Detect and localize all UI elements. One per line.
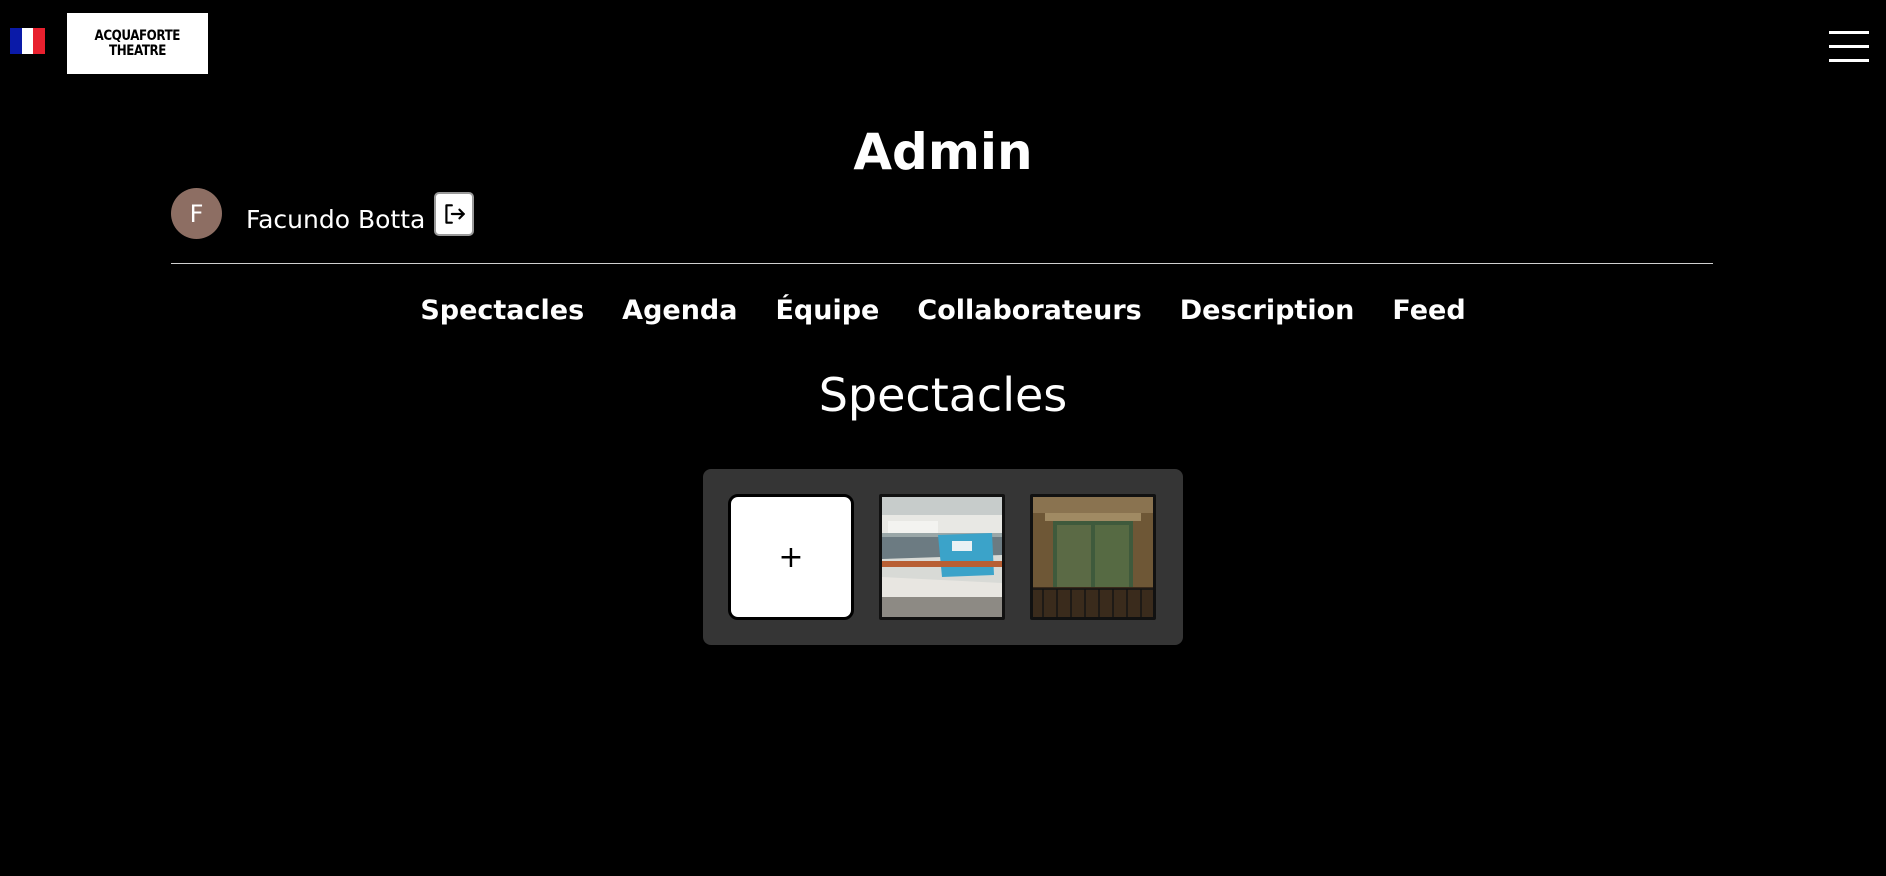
flag-fr-icon[interactable] bbox=[10, 28, 45, 54]
spectacle-thumbnail[interactable] bbox=[1030, 494, 1156, 620]
site-logo[interactable]: ACQUAFORTE THEATRE bbox=[67, 13, 208, 74]
user-name: Facundo Botta bbox=[246, 205, 426, 234]
divider bbox=[171, 263, 1713, 264]
nav-collaborateurs[interactable]: Collaborateurs bbox=[917, 295, 1142, 326]
spectacle-thumbnail[interactable] bbox=[879, 494, 1005, 620]
hamburger-line bbox=[1829, 31, 1869, 34]
page-title: Admin bbox=[853, 123, 1033, 181]
admin-nav: Spectacles Agenda Équipe Collaborateurs … bbox=[0, 288, 1886, 334]
logo-line-1: ACQUAFORTE bbox=[94, 27, 181, 44]
green-shutter-balcony-photo bbox=[1033, 497, 1153, 617]
avatar: F bbox=[171, 188, 222, 239]
nav-spectacles[interactable]: Spectacles bbox=[420, 295, 585, 326]
logout-button[interactable] bbox=[434, 192, 474, 236]
hamburger-icon[interactable] bbox=[1829, 31, 1869, 63]
logo-line-2: THEATRE bbox=[109, 42, 166, 59]
section-title: Spectacles bbox=[818, 368, 1068, 422]
logout-icon bbox=[445, 204, 465, 224]
hamburger-line bbox=[1829, 59, 1869, 62]
nav-equipe[interactable]: Équipe bbox=[775, 295, 880, 326]
flag-white-stripe bbox=[21, 28, 34, 54]
nav-description[interactable]: Description bbox=[1179, 295, 1355, 326]
nav-feed[interactable]: Feed bbox=[1392, 295, 1466, 326]
nav-agenda[interactable]: Agenda bbox=[622, 295, 738, 326]
flag-blue-stripe bbox=[10, 28, 22, 54]
add-spectacle-button[interactable]: + bbox=[728, 494, 854, 620]
spectacles-gallery: + bbox=[703, 469, 1183, 645]
hamburger-line bbox=[1829, 45, 1869, 48]
flag-red-stripe bbox=[33, 28, 45, 54]
boat-harbor-photo bbox=[882, 497, 1002, 617]
